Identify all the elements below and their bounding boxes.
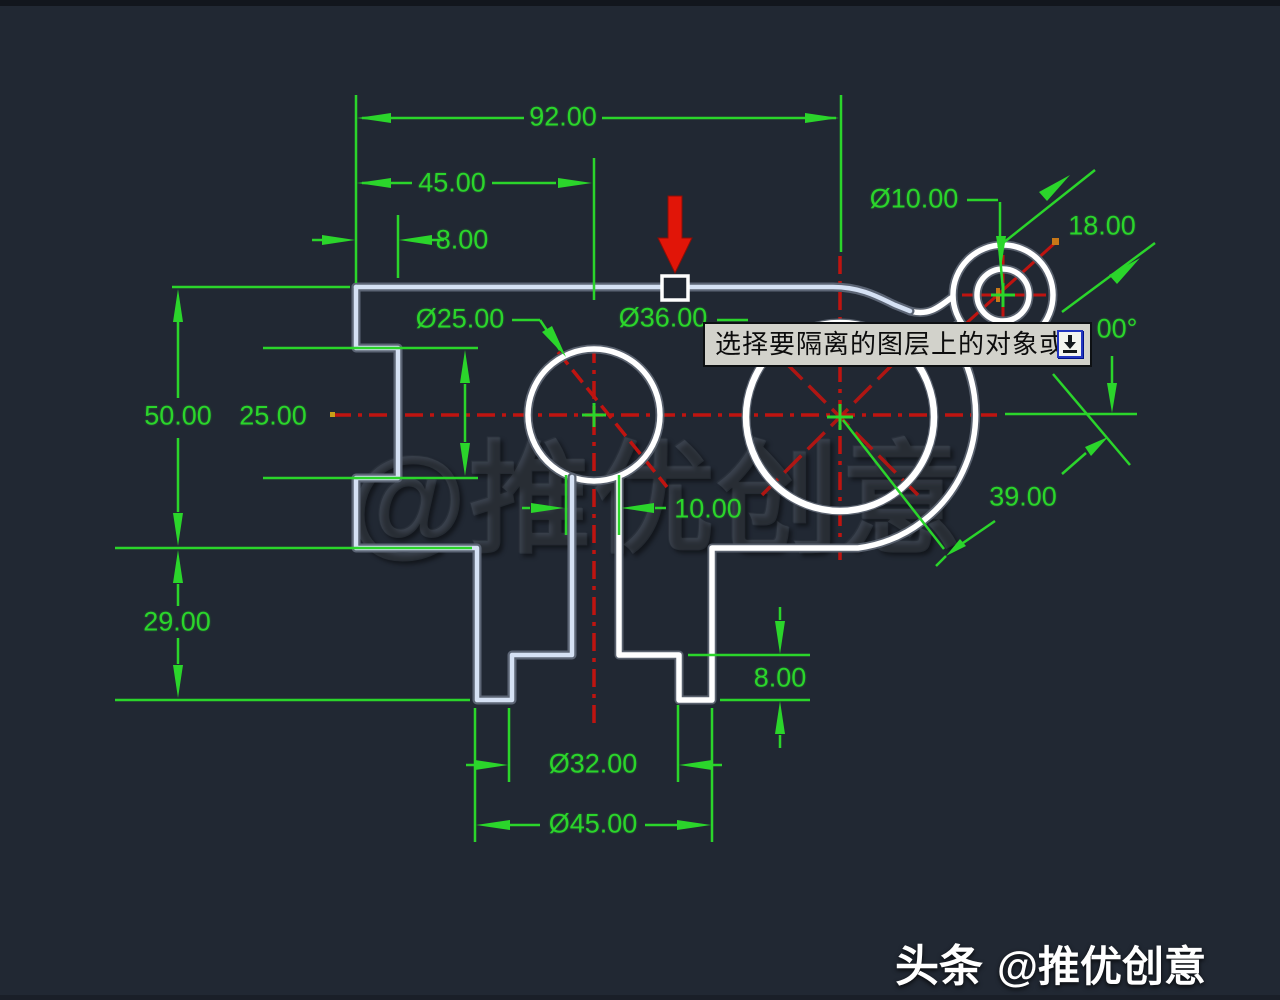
caption-handle: @推优创意: [997, 943, 1206, 990]
dim-slot-width[interactable]: 10.00: [674, 493, 742, 524]
down-arrow-icon[interactable]: [1057, 330, 1083, 358]
dim-circle25[interactable]: Ø25.00: [415, 303, 505, 334]
tooltip-text: 选择要隔离的图层上的对象或: [715, 329, 1067, 359]
centerline-end-tick: [330, 412, 335, 417]
top-edge-highlighted[interactable]: [353, 284, 913, 314]
caption-brand: 头条: [895, 942, 984, 991]
dimension-lines[interactable]: [115, 95, 1156, 842]
bottom-edge-strip: [0, 995, 1280, 1000]
dim-outer-radius[interactable]: 39.00: [989, 481, 1057, 512]
dim-top-step[interactable]: 8.00: [435, 224, 489, 255]
right-contour[interactable]: [616, 320, 979, 703]
top-right-s-curve[interactable]: [907, 295, 954, 316]
dim-width-to-center[interactable]: 45.00: [418, 167, 486, 198]
circle-25[interactable]: [525, 346, 663, 484]
dim-left-height[interactable]: 50.00: [144, 400, 212, 431]
dim-span45[interactable]: Ø45.00: [548, 808, 638, 839]
cursor-group: [657, 195, 693, 302]
dim-lower-height[interactable]: 29.00: [143, 606, 211, 637]
dim-angle[interactable]: 00°: [1096, 313, 1138, 344]
dimension-arrowheads: [173, 113, 1140, 830]
dim-boss-size[interactable]: 18.00: [1068, 210, 1136, 241]
boss-diagonal-tick: [1052, 238, 1059, 245]
red-arrow-annotation: [657, 195, 693, 275]
dynamic-input-tooltip: 选择要隔离的图层上的对象或: [703, 322, 1092, 367]
dim-total-width[interactable]: 92.00: [529, 101, 597, 132]
dim-circle36[interactable]: Ø36.00: [618, 302, 708, 333]
dim-span32[interactable]: Ø32.00: [548, 748, 638, 779]
pickbox-cursor[interactable]: [660, 274, 690, 302]
hole-10-circle[interactable]: [974, 266, 1032, 324]
part-outline-white[interactable]: [523, 240, 1058, 705]
dim-foot-height[interactable]: 8.00: [753, 662, 807, 693]
dim-hole-dia[interactable]: Ø10.00: [869, 183, 959, 214]
channel-caption: 头条 @推优创意: [895, 930, 1206, 994]
top-edge-strip: [0, 0, 1280, 6]
dim-notch-height[interactable]: 25.00: [239, 400, 307, 431]
